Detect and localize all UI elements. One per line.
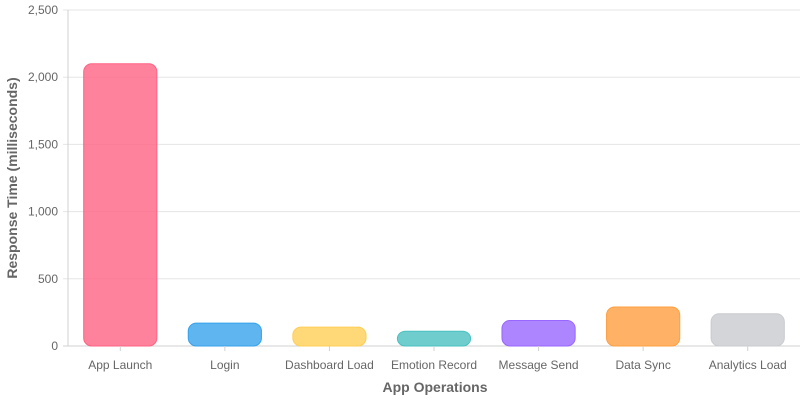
x-tick-label: App Launch	[88, 358, 152, 372]
x-tick-label: Emotion Record	[391, 358, 477, 372]
x-tick-label: Data Sync	[615, 358, 670, 372]
y-axis-title: Response Time (milliseconds)	[4, 77, 20, 278]
gridlines	[63, 9, 800, 347]
y-tick-label: 2,500	[28, 3, 58, 17]
bar-message-send	[501, 319, 576, 347]
y-tick-label: 500	[38, 272, 58, 286]
bar-login	[187, 322, 262, 347]
y-tick-label: 0	[51, 339, 58, 353]
x-tick-label: Login	[210, 358, 239, 372]
bar-analytics-load	[710, 313, 785, 347]
y-tick-label: 1,500	[28, 137, 58, 151]
bars	[83, 63, 785, 347]
bar-emotion-record	[396, 330, 472, 347]
x-tick-label: Analytics Load	[709, 358, 787, 372]
x-axis-title: App Operations	[382, 379, 487, 395]
bar-dashboard-load	[292, 326, 367, 347]
bar-data-sync	[606, 306, 681, 347]
y-tick-label: 2,000	[28, 70, 58, 84]
bar-app-launch	[83, 63, 158, 347]
x-tick-label: Dashboard Load	[285, 358, 374, 372]
x-tick-label: Message Send	[499, 358, 579, 372]
y-tick-label: 1,000	[28, 205, 58, 219]
